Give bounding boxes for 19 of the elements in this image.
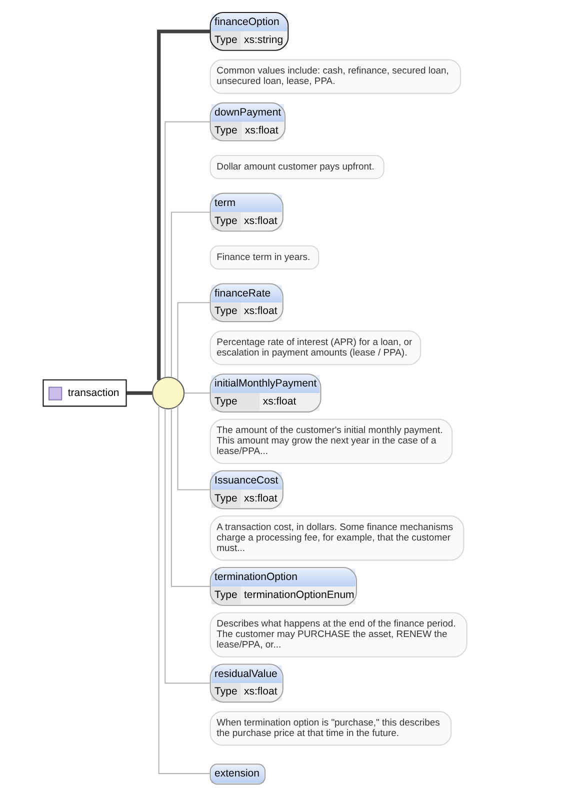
connector: [164, 408, 210, 684]
connector: [184, 392, 210, 394]
node-label: Finance term in years.: [216, 252, 310, 263]
node-label: Percentage rate of interest (APR) for a loan, or escalation in payment amounts (lease / PPA).: [216, 336, 412, 358]
node-label: Common values include: cash, refinance, secured loan, unsecured loan, lease, PPA.: [216, 66, 449, 88]
connector: [177, 406, 210, 490]
node-label: Describes what happens at the end of the finance period. The customer may PURCHASE the asset, RENEW the lease/PPA, or...: [216, 618, 456, 651]
connector: [157, 30, 210, 380]
connector: [164, 121, 210, 378]
node-label: Dollar amount customer pays upfront.: [216, 161, 374, 172]
connector: [177, 302, 210, 380]
connector: [126, 391, 152, 395]
connector: [170, 212, 210, 378]
connector: [158, 406, 210, 774]
node-label: The amount of the customer's initial monthly payment. This amount may grow the next year in the case of a lease/PPA...: [216, 425, 443, 458]
connector: [170, 408, 210, 587]
node-label: A transaction cost, in dollars. Some finance mechanisms charge a processing fee, for example, that the customer must...: [216, 522, 454, 554]
node-circle: [152, 376, 185, 410]
node-label: When termination option is "purchase," this describes the purchase price at that time in the future.: [216, 717, 440, 739]
